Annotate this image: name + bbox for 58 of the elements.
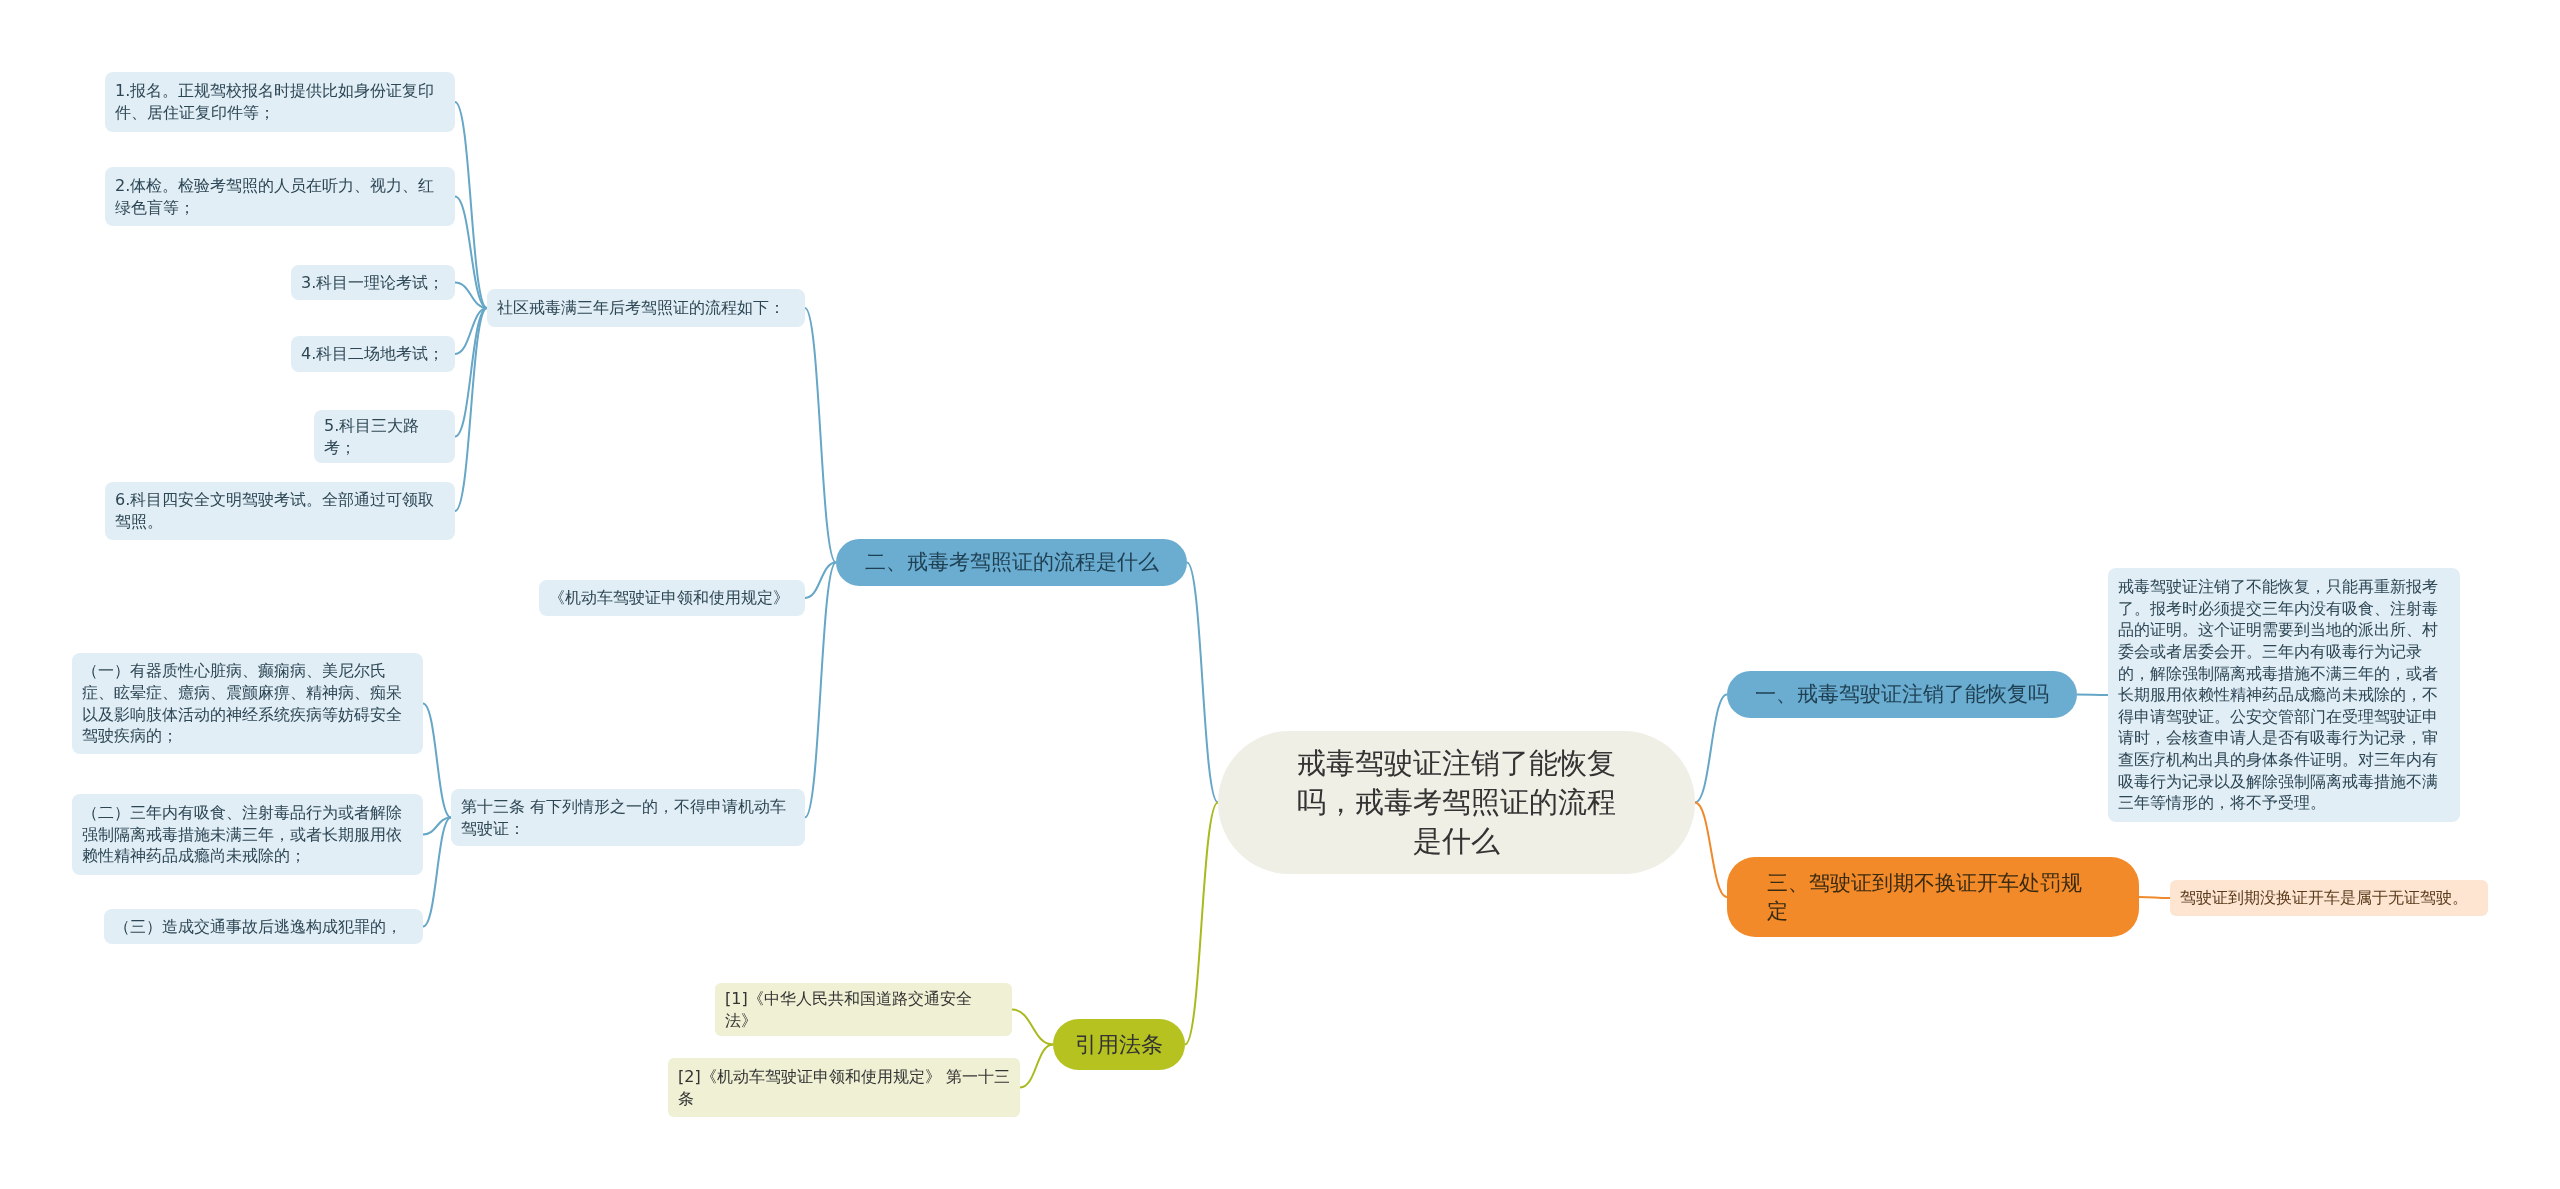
- text-card: [291, 336, 455, 372]
- text-card: [291, 265, 455, 300]
- connector-line: [2138, 896, 2171, 899]
- connector-line: [1184, 801, 1219, 1046]
- text-card: [668, 1058, 1020, 1117]
- note-text: 6.科目四安全文明驾驶考试。全部通过可领取驾照。: [115, 489, 436, 533]
- note-text: （一）有器质性心脏病、癫痫病、美尼尔氏症、眩晕症、癔病、震颤麻痹、精神病、痴呆以及影响肢体活动的神经系统疾病等妨碍安全驾驶疾病的；: [82, 660, 403, 747]
- topic-label: 引用法条: [1075, 1030, 1163, 1059]
- note-text: 3.科目一理论考试；: [301, 271, 445, 294]
- note-text: （二）三年内有吸食、注射毒品行为或者解除强制隔离戒毒措施未满三年，或者长期服用依赖性精神药品成瘾尚未戒除的；: [82, 802, 403, 867]
- connector-line: [454, 101, 488, 309]
- connector-line: [804, 561, 837, 599]
- text-card: [105, 167, 455, 226]
- text-card: [105, 482, 455, 540]
- connector-line: [804, 307, 837, 564]
- note-text: 社区戒毒满三年后考驾照证的流程如下：: [497, 297, 785, 319]
- connector-line: [422, 702, 452, 819]
- text-card: [314, 410, 455, 464]
- text-card: [2170, 880, 2488, 916]
- note-text: 5.科目三大路考；: [324, 415, 421, 459]
- branch-topic: [836, 539, 1187, 586]
- topic-label: 戒毒驾驶证注销了能恢复吗，戒毒考驾照证的流程是什么: [1296, 744, 1617, 861]
- connector-line: [422, 816, 452, 928]
- note-text: 《机动车驾驶证申领和使用规定》: [549, 587, 789, 609]
- connector-line: [454, 307, 488, 438]
- note-text: [2]《机动车驾驶证申领和使用规定》 第一十三条: [678, 1065, 1010, 1110]
- note-text: （三）造成交通事故后逃逸构成犯罪的，: [114, 915, 402, 938]
- note-text: 4.科目二场地考试；: [301, 343, 445, 365]
- branch-topic: [1053, 1019, 1185, 1070]
- branch-topic: [1727, 671, 2077, 718]
- note-text: 第十三条 有下列情形之一的，不得申请机动车驾驶证：: [461, 795, 788, 840]
- note-text: 戒毒驾驶证注销了不能恢复，只能再重新报考了。报考时必须提交三年内没有吸食、注射毒品的证明。这个证明需要到当地的派出所、村委会或者居委会开。三年内有吸毒行为记录的，解除强制隔离戒毒措施不满三年的，或者长期服用依赖性精神药品成瘾尚未戒除的，不得申请驾驶证。公安交管部门在受理驾驶证申请时，会核查申请人是否有吸毒行为记录，审查医疗机构出具的身体条件证明。对三年内有吸毒行为记录以及解除强制隔离戒毒措施不满三年等情形的，将不予受理。: [2118, 576, 2439, 814]
- connector-line: [2076, 693, 2109, 696]
- text-card: [715, 983, 1012, 1037]
- topic-label: 二、戒毒考驾照证的流程是什么: [864, 549, 1159, 577]
- note-text: 驾驶证到期没换证开车是属于无证驾驶。: [2180, 887, 2468, 909]
- connector-line: [1011, 1008, 1054, 1046]
- text-card: [487, 289, 805, 327]
- connector-line: [1694, 801, 1728, 898]
- connector-line: [422, 816, 452, 836]
- connector-line: [454, 195, 488, 309]
- text-card: [539, 580, 805, 616]
- text-card: [105, 72, 455, 132]
- topic-label: 三、驾驶证到期不换证开车处罚规定: [1767, 869, 2083, 925]
- connector-line: [1694, 693, 1728, 804]
- note-text: 1.报名。正规驾校报名时提供比如身份证复印件、居住证复印件等；: [115, 80, 436, 124]
- text-card: [451, 789, 805, 846]
- connector-line: [1186, 561, 1219, 804]
- text-card: [72, 794, 423, 875]
- connector-line: [454, 307, 488, 512]
- connector-line: [804, 561, 837, 819]
- text-card: [104, 909, 423, 944]
- branch-topic: [1727, 857, 2139, 937]
- note-text: 2.体检。检验考驾照的人员在听力、视力、红绿色盲等；: [115, 174, 436, 219]
- text-card: [72, 653, 423, 754]
- connector-line: [1019, 1043, 1054, 1089]
- note-text: [1]《中华人民共和国道路交通安全法》: [725, 988, 973, 1032]
- topic-label: 一、戒毒驾驶证注销了能恢复吗: [1755, 681, 2049, 709]
